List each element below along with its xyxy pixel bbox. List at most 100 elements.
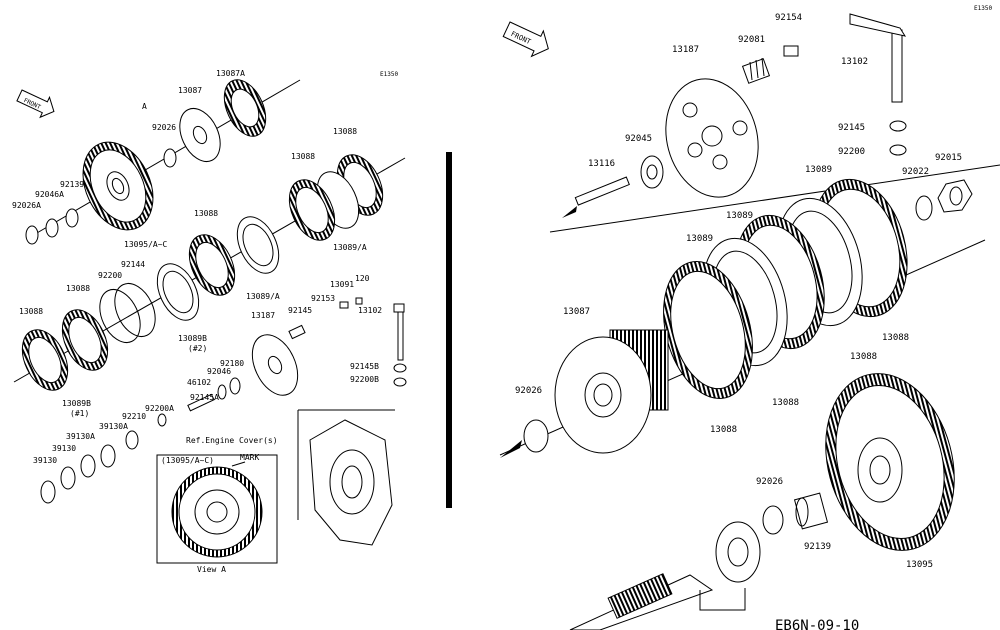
washer-92026-lower <box>762 505 784 535</box>
callout: 92145 <box>288 306 312 315</box>
pressure-plate-13187 <box>665 78 759 198</box>
callout: 13089 <box>805 165 832 175</box>
collar-92139 <box>65 208 79 228</box>
washer-92026a <box>25 225 39 245</box>
callout: 13088 <box>850 352 877 362</box>
washer-92200a <box>157 413 167 427</box>
view-a-label: View A <box>197 565 226 574</box>
spring-92145 <box>288 324 306 340</box>
engine-cover <box>309 419 393 546</box>
spring-washers <box>40 444 116 504</box>
push-rod-13102 <box>393 303 405 361</box>
lever-13102 <box>849 13 907 103</box>
friction-plates-lower <box>21 263 200 391</box>
callout: 13095 <box>906 560 933 570</box>
callout: 92046A <box>35 190 64 199</box>
clutch-hub <box>179 108 221 162</box>
callout: 39130 <box>33 456 57 465</box>
callout: 92026 <box>515 386 542 396</box>
pressure-plate <box>251 334 299 396</box>
callout: 13091 <box>330 280 354 289</box>
callout: 13095/A~C <box>124 240 168 249</box>
washer-92026 <box>163 148 177 168</box>
callout: 46102 <box>187 378 211 387</box>
callout: 13116 <box>588 159 615 169</box>
callout: 120 <box>355 274 370 283</box>
push-rod-13116 <box>562 176 630 218</box>
clutch-plates-stack <box>663 178 908 399</box>
collar-92139 <box>793 492 829 530</box>
callout: 13089/A <box>333 243 367 252</box>
diagram-code: E1350 <box>380 71 398 78</box>
callout: 92045 <box>625 134 652 144</box>
callout: (#2) <box>188 344 207 353</box>
callout: 13089 <box>686 234 713 244</box>
washer-92145 <box>889 120 907 132</box>
clutch-housing-gear <box>82 141 154 231</box>
callout: 13088 <box>772 398 799 408</box>
drive-shaft <box>569 573 714 630</box>
callout: 13089B <box>62 399 91 408</box>
callout: 92144 <box>121 260 145 269</box>
washer-92200b <box>393 377 407 387</box>
callout: 92026 <box>152 123 176 132</box>
callout: 13088 <box>333 127 357 136</box>
callout: 13088 <box>194 209 218 218</box>
spring-92081 <box>741 57 771 84</box>
panel-divider <box>446 152 452 508</box>
right-panel: FRONT E1350 <box>499 5 1000 630</box>
callout: 13089 <box>726 211 753 221</box>
callout: 92022 <box>902 167 929 177</box>
callout: 13088 <box>882 333 909 343</box>
callout: 13087A <box>216 69 245 78</box>
callout: 92026A <box>12 201 41 210</box>
callout: 13187 <box>672 45 699 55</box>
left-panel: FRONT E1350 <box>12 69 452 574</box>
washer-92145b <box>393 363 407 373</box>
clutch-hub-13087 <box>554 329 669 454</box>
shaft-bearing <box>715 521 761 583</box>
callout: 92081 <box>738 35 765 45</box>
callout: 13088 <box>710 425 737 435</box>
callout: 13089/A <box>246 292 280 301</box>
front-arrow-icon: FRONT <box>16 89 55 119</box>
bolt-92154 <box>783 45 799 57</box>
bearing-92045 <box>640 155 664 189</box>
front-arrow-icon: FRONT <box>502 21 549 58</box>
bearing-92210 <box>125 430 139 450</box>
nut-92015 <box>937 179 973 213</box>
bolt-120 <box>355 297 363 305</box>
callout: 39130A <box>66 432 95 441</box>
callout: 92139 <box>804 542 831 552</box>
washer-92026 <box>523 419 549 453</box>
ref-engine-cover-label: Ref.Engine Cover(s) <box>186 436 278 445</box>
callout: 92200B <box>350 375 379 384</box>
callout: 92046 <box>207 367 231 376</box>
rod-46102 <box>187 393 215 412</box>
diagram-footer-code: EB6N-09-10 <box>775 618 859 630</box>
callout: 92026 <box>756 477 783 487</box>
washer-92200 <box>889 144 907 156</box>
callout: 92200 <box>98 271 122 280</box>
callout: 13087 <box>178 86 202 95</box>
bearing-92046 <box>217 384 227 400</box>
friction-plates-upper <box>188 154 384 296</box>
callout: 13089B <box>178 334 207 343</box>
mark-label: MARK <box>240 453 259 462</box>
callout: 92153 <box>311 294 335 303</box>
callout: 13102 <box>841 57 868 67</box>
callout: 92200A <box>145 404 174 413</box>
callout: 13187 <box>251 311 275 320</box>
bolt-92153 <box>339 301 349 309</box>
callout: 92200 <box>838 147 865 157</box>
callout: 39130A <box>99 422 128 431</box>
diagram-code: E1350 <box>974 5 992 12</box>
washer-92022 <box>915 195 933 221</box>
callout: 39130 <box>52 444 76 453</box>
bearing-92046a <box>45 218 59 238</box>
clutch-hub-a <box>223 79 267 137</box>
callout: (#1) <box>70 409 89 418</box>
callout: 92154 <box>775 13 802 23</box>
inset-title: (13095/A~C) <box>161 456 214 465</box>
